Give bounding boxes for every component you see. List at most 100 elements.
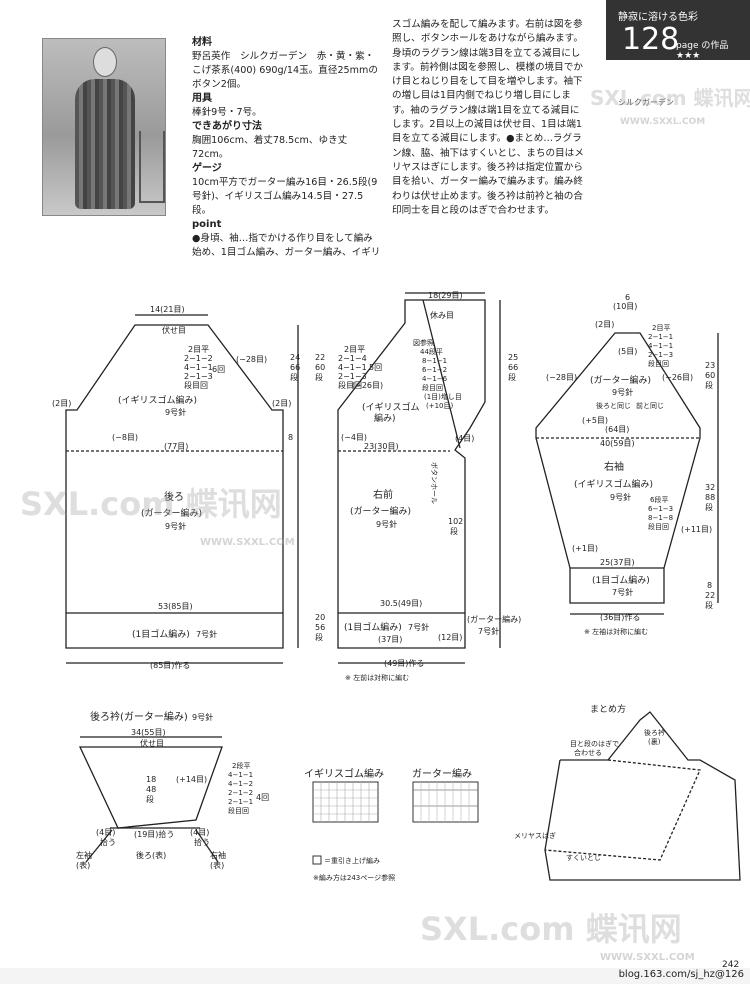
collar-outline bbox=[78, 746, 223, 829]
sleeve-w64: (64目) bbox=[605, 425, 629, 434]
sleeve-l28: (−28目) bbox=[546, 373, 577, 382]
sleeve-r26: (−26目) bbox=[662, 373, 693, 382]
front-w12: (12目) bbox=[438, 633, 462, 642]
model-coat bbox=[75, 79, 135, 209]
collar-times: 4回 bbox=[256, 793, 269, 802]
front-top-width: 18(29目) bbox=[428, 291, 463, 300]
front-w23: 23(30目) bbox=[364, 442, 399, 451]
chart-ref: ※編み方は243ページ参照 bbox=[313, 873, 395, 882]
back-rest-right: (2目) bbox=[272, 399, 291, 408]
back-w53: 53(85目) bbox=[158, 602, 193, 611]
front-rib-pattern: (イギリスゴム編み) bbox=[362, 401, 420, 424]
legend-symbol bbox=[312, 855, 322, 865]
back-bind-off: 伏せ目 bbox=[162, 325, 186, 335]
back-w77: (77目) bbox=[164, 442, 188, 451]
footer-url[interactable]: blog.163.com/sj_hz@126 bbox=[618, 969, 744, 980]
back-rest-left: (2目) bbox=[52, 399, 71, 408]
back-cast: (85目)作る bbox=[150, 660, 190, 670]
front-outline bbox=[337, 299, 486, 649]
materials-column: 材料 野呂英作 シルクガーデン 赤・黄・紫・こげ茶系(400) 690g/14玉… bbox=[192, 36, 382, 260]
watermark-url-1: WWW.SXXL.COM bbox=[200, 537, 295, 548]
collar-pick-right: (4目)拾う bbox=[190, 828, 210, 847]
sleeve-rest5: (5目) bbox=[618, 347, 637, 356]
sleeve-rib-pattern: (イギリスゴム編み) bbox=[574, 478, 653, 490]
collar-needle: 9号針 bbox=[192, 712, 213, 722]
back-needle7: 7号針 bbox=[196, 629, 217, 639]
back-raglan-dec: (−28目) bbox=[236, 355, 267, 364]
back-name: 後ろ bbox=[164, 490, 184, 503]
materials-text: 野呂英作 シルクガーデン 赤・黄・紫・こげ茶系(400) 690g/14玉。直径… bbox=[192, 51, 378, 90]
sleeve-needle7: 7号針 bbox=[612, 587, 633, 597]
front-buttonhole: ボタンホール bbox=[430, 462, 439, 504]
sleeve-p11: (+11目) bbox=[681, 525, 712, 534]
badge-title: 静寂に溶ける色彩 bbox=[618, 12, 698, 23]
assembly-collar: 後ろ衿(裏) bbox=[644, 728, 665, 746]
collar-arrow-left bbox=[85, 829, 113, 863]
page-number: 242 bbox=[722, 960, 740, 970]
materials-heading: 材料 bbox=[192, 37, 212, 48]
back-body-pattern: (イギリスゴム編み) bbox=[118, 394, 197, 406]
yarn-subtitle: シルクガーデン bbox=[618, 98, 674, 107]
watermark-logo-1: SXL.com 蝶讯网 bbox=[20, 485, 282, 523]
sleeve-p1: (+1目) bbox=[572, 544, 598, 553]
model-head bbox=[93, 47, 117, 77]
sleeve-rest-top: (2目) bbox=[595, 320, 614, 329]
gauge-text: 10cm平方でガーター編み16目・26.5段(9号針)、イギリスゴム編み14.5… bbox=[192, 177, 378, 216]
front-w30: 30.5(49目) bbox=[380, 599, 422, 608]
footer-bar: blog.163.com/sj_hz@126 bbox=[0, 968, 750, 984]
tools-text: 棒針9号・7号。 bbox=[192, 107, 262, 118]
sleeve-note: ※ 左袖は対称に編む bbox=[584, 627, 648, 636]
back-rib: (1目ゴム編み) bbox=[132, 628, 190, 640]
rib-chart-title: イギリスゴム編み bbox=[304, 767, 384, 780]
back-needle9: 9号針 bbox=[165, 407, 186, 417]
front-dec4: (−4目) bbox=[341, 433, 367, 442]
sleeve-p5: (+5目) bbox=[582, 416, 608, 425]
front-raglan: (−26目) bbox=[352, 381, 383, 390]
tools-heading: 用具 bbox=[192, 93, 212, 104]
sleeve-w25: 25(37目) bbox=[600, 558, 635, 567]
collar-p14: (+14目) bbox=[176, 775, 207, 784]
sleeve-needle9: 9号針 bbox=[612, 387, 633, 397]
collar-bind: 伏せ目 bbox=[140, 738, 164, 748]
collar-left-sleeve: 左袖(表) bbox=[76, 850, 92, 870]
front-band-line bbox=[422, 299, 461, 449]
sleeve-rib: (1目ゴム編み) bbox=[592, 574, 650, 586]
back-dec8: (−8目) bbox=[112, 433, 138, 442]
model-photo bbox=[42, 38, 166, 216]
front-note: ※ 左前は対称に編む bbox=[345, 673, 409, 682]
assembly-sketch bbox=[544, 711, 741, 881]
collar-arrow-right bbox=[195, 829, 219, 863]
page-badge: 静寂に溶ける色彩 128 page の作品 ★★★ bbox=[606, 0, 750, 61]
back-garter: (ガーター編み) bbox=[141, 507, 202, 519]
sleeve-garter: (ガーター編み) bbox=[590, 374, 651, 386]
front-cast: (49目)作る bbox=[384, 658, 424, 668]
assembly-seam bbox=[544, 759, 701, 861]
front-name: 右前 bbox=[373, 488, 393, 501]
sleeve-back-same: 後ろと同じ bbox=[596, 401, 631, 410]
back-dec-times: 6回 bbox=[212, 365, 225, 374]
front-rib: (1目ゴム編み) bbox=[344, 621, 402, 633]
sleeve-cast: (36目)作る bbox=[600, 612, 640, 622]
back-top-width: 14(21目) bbox=[150, 305, 185, 314]
front-rest: 休み目 bbox=[430, 310, 454, 320]
watermark-logo-2: SXL.com 蝶讯网 bbox=[420, 910, 682, 948]
collar-width: 34(55目) bbox=[131, 728, 166, 737]
front-dec-times: 5回 bbox=[369, 363, 382, 372]
front-garter2: (ガーター編み) bbox=[467, 614, 521, 624]
watermark: SXL.com 蝶讯网 WWW.SXXL.COM SXL.com 蝶讯网 WWW… bbox=[20, 86, 750, 963]
sleeve-front-same: 前と同じ bbox=[636, 401, 664, 410]
gauge-heading: ゲージ bbox=[192, 163, 222, 174]
legend-text: ＝重引き上げ編み bbox=[324, 856, 380, 865]
assembly-match: 目と段のはぎで合わせる bbox=[570, 739, 619, 757]
size-heading: できあがり寸法 bbox=[192, 121, 262, 132]
size-text: 胸囲106cm、着丈78.5cm、ゆき丈72cm。 bbox=[192, 135, 348, 160]
